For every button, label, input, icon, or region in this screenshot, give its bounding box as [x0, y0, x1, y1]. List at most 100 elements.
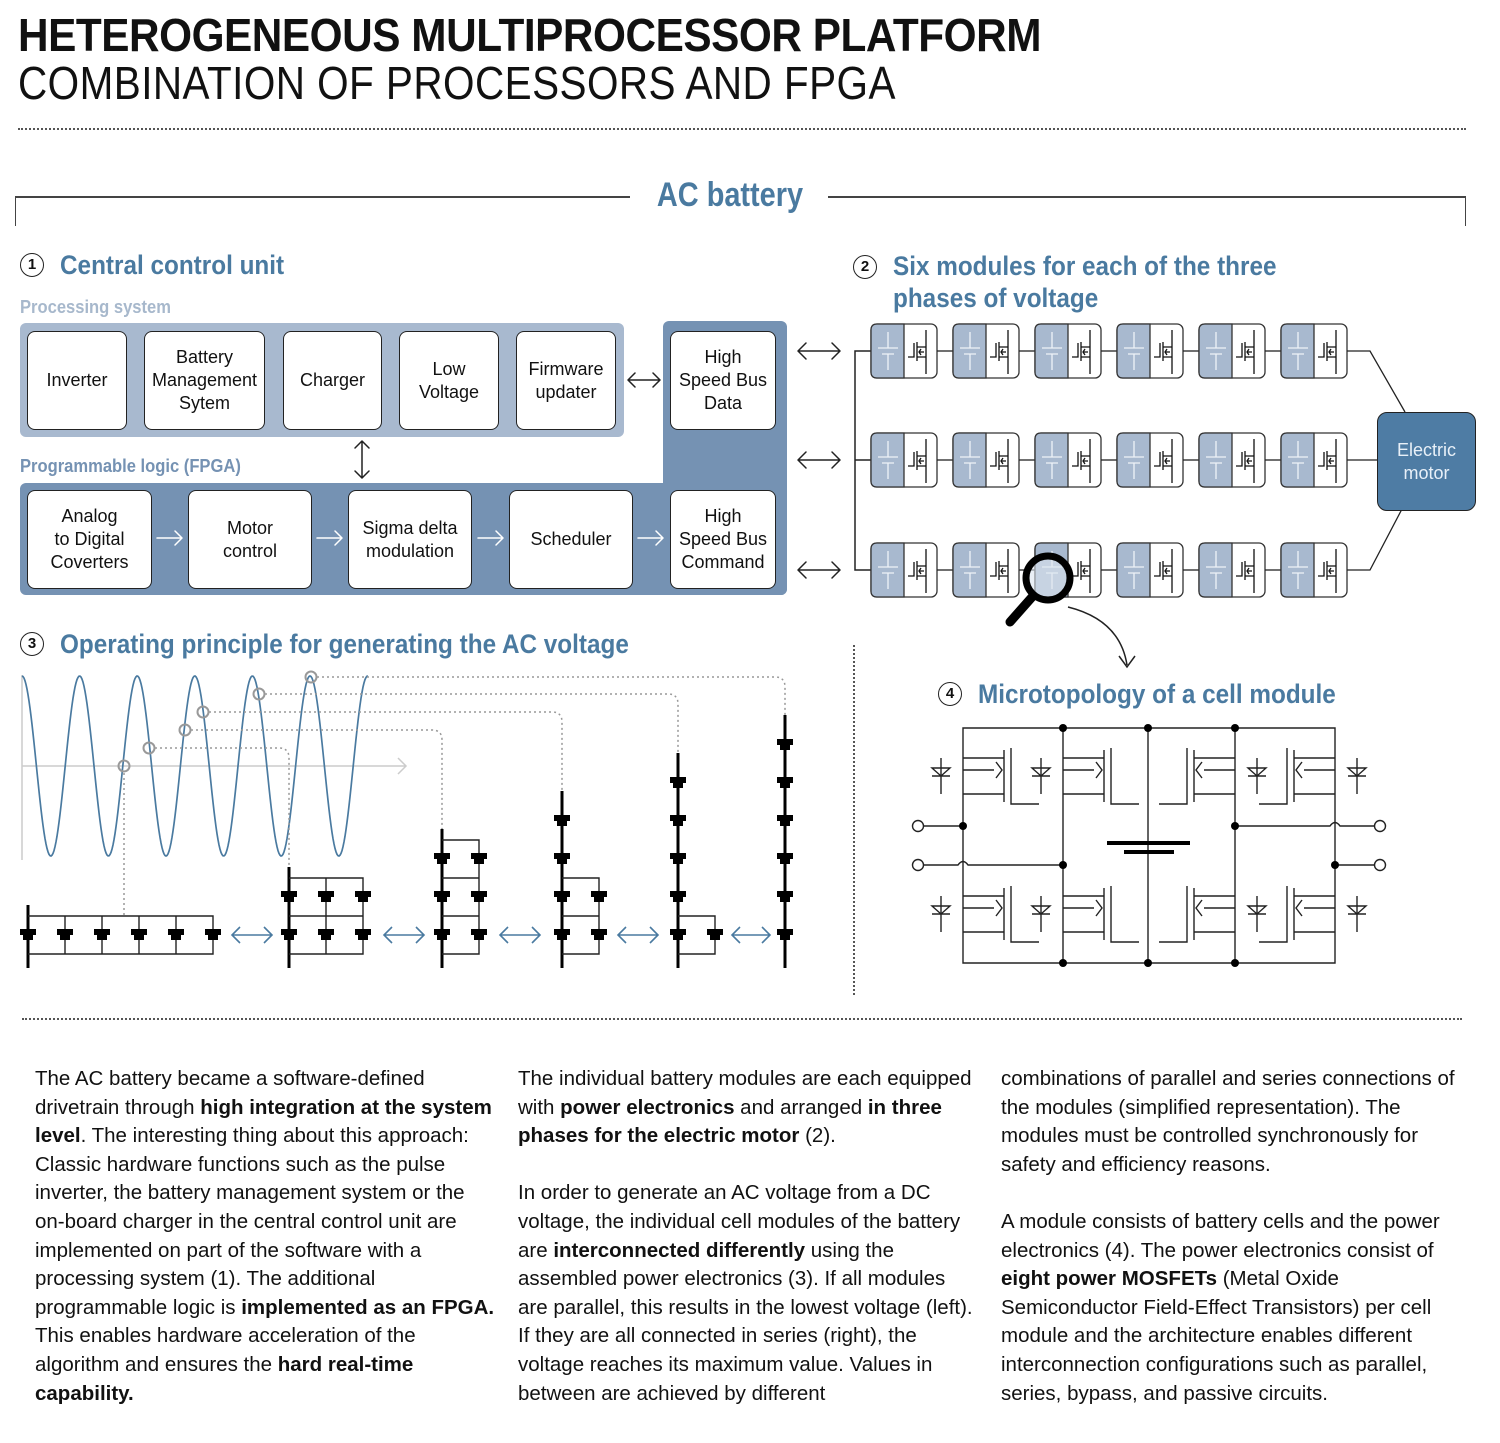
bms-box: Battery Management Sytem	[144, 331, 265, 430]
body-text: (2).	[799, 1124, 836, 1148]
mosfet-icon	[908, 330, 927, 374]
section-2-title-line2: phases of voltage	[893, 283, 1099, 313]
module-cell-icon	[131, 929, 147, 940]
battery-icon	[1206, 551, 1226, 589]
module-cell-icon	[20, 929, 36, 940]
adc-box: Analog to Digital Coverters	[27, 490, 152, 589]
mosfet-icon	[990, 330, 1009, 374]
body-text: . The interesting thing about this appro…	[35, 1124, 469, 1319]
junction-dot	[1059, 959, 1067, 967]
mosfet-icon	[1154, 439, 1173, 483]
mosfet-icon	[1318, 330, 1337, 374]
mosfet-icon	[1236, 549, 1255, 593]
battery-icon	[1206, 441, 1226, 479]
mosfet-right-top-2	[1259, 748, 1368, 805]
module-cell-icon	[471, 929, 487, 940]
mosfet-icon	[1072, 439, 1091, 483]
sample-guide-line	[155, 747, 290, 867]
mosfet-icon	[908, 549, 927, 593]
module-cell-icon	[434, 853, 450, 864]
mosfet-left-bottom-2	[1030, 886, 1139, 943]
battery-cell-half	[952, 323, 987, 379]
phase-3-link-arrow-icon	[797, 561, 841, 579]
body-diode-icon	[1346, 767, 1368, 777]
body-paragraph: combinations of parallel and series conn…	[1001, 1065, 1461, 1179]
battery-icon	[1288, 332, 1308, 370]
junction-dot	[1144, 959, 1152, 967]
configuration-all-parallel	[20, 905, 221, 968]
battery-icon	[960, 332, 980, 370]
body-diode-icon	[930, 767, 952, 777]
configuration-5-series-mixed	[670, 753, 723, 968]
body-column-2: The individual battery modules are each …	[518, 1065, 973, 1408]
module-cell-icon	[554, 853, 570, 864]
body-diode-icon	[1246, 767, 1268, 777]
mosfet-arrow-icon	[1295, 761, 1303, 779]
emphasis-text: high integration at the system level	[35, 1095, 492, 1148]
sample-point-marker	[117, 759, 131, 773]
emphasis-text: implemented as an FPGA.	[241, 1295, 495, 1319]
emphasis-text: power electronics	[560, 1095, 735, 1119]
battery-cell-half	[1116, 323, 1151, 379]
mosfet-gate	[1003, 886, 1039, 943]
battery-icon	[1288, 441, 1308, 479]
battery-icon	[1042, 441, 1062, 479]
junction-dot	[1331, 861, 1339, 869]
high-speed-bus-command-box: High Speed Bus Command	[670, 490, 776, 589]
battery-icon	[960, 441, 980, 479]
battery-icon	[1206, 332, 1226, 370]
phase-1-motor-line	[1347, 350, 1406, 413]
sample-guide-line	[191, 729, 443, 829]
body-text: This enables hardware acceleration of th…	[35, 1324, 416, 1376]
battery-cell-half	[1280, 542, 1315, 598]
junction-dot	[959, 822, 967, 830]
cell-module	[870, 432, 938, 488]
emphasis-text: hard real-time capability.	[35, 1352, 414, 1405]
phase-3-motor-line	[1347, 508, 1403, 571]
frame-tick-left	[15, 196, 16, 226]
switch-arrow-icon	[230, 926, 274, 944]
module-cell-icon	[777, 739, 793, 750]
frame-line-left	[15, 196, 630, 198]
terminal-connector	[911, 858, 925, 872]
frame-tick-right	[1465, 196, 1466, 226]
cell-module	[1034, 323, 1102, 379]
module-cell-icon	[777, 929, 793, 940]
mosfet-icon	[1154, 330, 1173, 374]
module-cell-icon	[670, 853, 686, 864]
battery-cell-half	[1280, 432, 1315, 488]
phase-2-link-arrow-icon	[797, 451, 841, 469]
module-cell-icon	[591, 891, 607, 902]
cell-module	[1116, 323, 1184, 379]
mosfet-gate	[1259, 886, 1295, 943]
battery-icon	[878, 332, 898, 370]
firmware-updater-box: Firmware updater	[516, 331, 616, 430]
module-cell-icon	[554, 815, 570, 826]
body-text: A module consists of battery cells and t…	[1001, 1209, 1440, 1262]
cell-module	[952, 323, 1020, 379]
module-cell-icon	[434, 929, 450, 940]
header-divider	[18, 128, 1466, 130]
config-wiring	[562, 877, 600, 955]
section-4-number: 4	[938, 682, 962, 706]
page-subtitle: COMBINATION OF PROCESSORS AND FPGA	[18, 57, 896, 109]
phase-1-link-arrow-icon	[797, 342, 841, 360]
junction-dot	[1059, 724, 1067, 732]
body-text: (Metal Oxide Semiconductor Field-Effect …	[1001, 1267, 1432, 1405]
terminal-connector	[1373, 819, 1387, 833]
battery-cell-half	[1280, 323, 1315, 379]
section-1-number: 1	[20, 253, 44, 277]
junction-dot	[1059, 861, 1067, 869]
section-4-title: Microtopology of a cell module	[978, 679, 1336, 709]
switch-arrow-icon	[730, 926, 772, 944]
module-cell-icon	[434, 891, 450, 902]
mosfet-icon	[990, 439, 1009, 483]
mosfet-icon	[1072, 549, 1091, 593]
sample-point-marker	[304, 670, 318, 684]
configuration-all-series	[777, 715, 793, 968]
battery-icon	[878, 441, 898, 479]
cell-module	[952, 432, 1020, 488]
terminal-connector	[1373, 858, 1387, 872]
body-diode-icon	[1346, 905, 1368, 915]
body-column-1: The AC battery became a software-defined…	[35, 1065, 495, 1408]
